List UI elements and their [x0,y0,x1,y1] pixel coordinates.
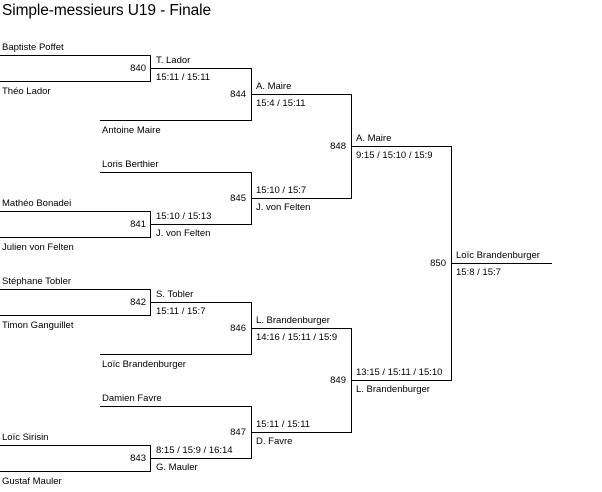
match-score: 15:4 / 15:11 [256,98,306,109]
bracket-line [0,81,151,82]
champion-name: Loïc Brandenburger [456,250,540,261]
match-winner: L. Brandenburger [256,315,330,326]
bracket-line [150,458,252,459]
player-name: Damien Favre [102,393,162,404]
bracket-line [150,224,252,225]
player-name: Baptiste Poffet [2,42,64,53]
page-title: Simple-messieurs U19 - Finale [2,2,211,19]
player-name: Loïc Brandenburger [102,359,186,370]
match-number: 849 [330,375,346,386]
player-name: Timon Ganguillet [2,320,74,331]
match-winner: D. Favre [256,436,293,447]
match-score: 15:11 / 15:11 [156,72,211,83]
bracket-line [0,289,151,290]
match-winner: G. Mauler [156,462,198,473]
match-score: 13:15 / 15:11 / 15:10 [356,367,443,378]
match-score: 14:16 / 15:11 / 15:9 [256,332,338,343]
bracket-line [0,315,151,316]
match-score: 15:10 / 15:13 [156,211,212,222]
match-score: 8:15 / 15:9 / 16:14 [156,445,233,456]
bracket-line [100,406,252,407]
bracket-line [0,211,151,212]
bracket-line [251,198,352,199]
bracket-line [100,354,252,355]
player-name: Stéphane Tobler [2,276,72,287]
player-name: Loris Berthier [102,159,159,170]
match-winner: T. Lador [156,55,191,66]
match-score: 15:8 / 15:7 [456,267,501,278]
bracket-line [0,471,151,472]
match-winner: A. Maire [256,81,292,92]
bracket-line [351,146,452,147]
match-score: 9:15 / 15:10 / 15:9 [356,150,433,161]
match-number: 845 [230,193,246,204]
match-winner: J. von Felten [256,202,311,213]
bracket-line [0,237,151,238]
bracket-line [251,432,352,433]
match-winner: J. von Felten [156,228,211,239]
match-number: 841 [130,219,146,230]
match-winner: A. Maire [356,133,392,144]
match-winner: S. Tobler [156,289,194,300]
player-name: Gustaf Mauler [2,476,62,487]
match-number: 844 [230,89,246,100]
bracket-line [100,120,252,121]
match-number: 843 [130,453,146,464]
player-name: Loïc Sirisin [2,432,49,443]
player-name: Julien von Felten [2,242,74,253]
bracket-line [351,380,452,381]
bracket-line [150,68,252,69]
bracket-line [100,172,252,173]
player-name: Théo Lador [2,86,51,97]
match-number: 850 [430,258,446,269]
bracket-line [150,302,252,303]
bracket-line [251,94,352,95]
match-number: 848 [330,141,346,152]
match-number: 840 [130,63,146,74]
bracket-line [0,445,151,446]
match-number: 847 [230,427,246,438]
player-name: Antoine Maire [102,125,161,136]
bracket-line [451,263,552,264]
player-name: Mathéo Bonadei [2,198,72,209]
match-score: 15:11 / 15:7 [156,306,206,317]
match-number: 846 [230,323,246,334]
match-score: 15:10 / 15:7 [256,185,307,196]
match-winner: L. Brandenburger [356,384,430,395]
match-number: 842 [130,297,146,308]
bracket-line [0,55,151,56]
bracket-line [251,328,352,329]
match-score: 15:11 / 15:11 [256,419,311,430]
